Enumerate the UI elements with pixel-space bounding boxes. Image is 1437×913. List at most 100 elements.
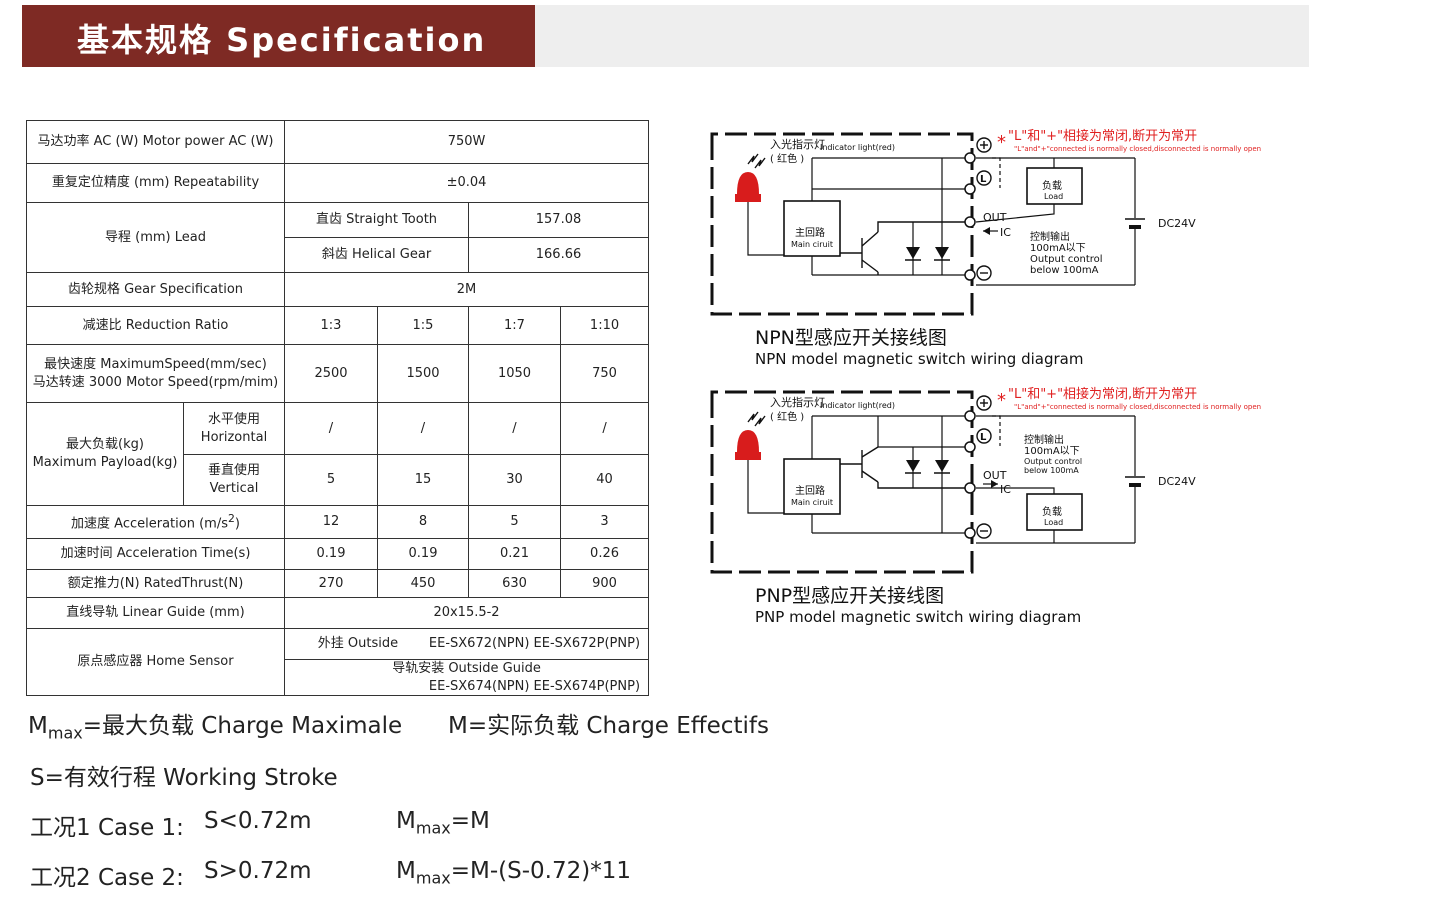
cell-value: 157.08 <box>467 202 650 238</box>
ic-label: IC <box>1000 226 1011 239</box>
red-label: ( 红色 ) <box>770 152 804 165</box>
load-label-en: Load <box>1044 518 1063 527</box>
main-circuit-label-en: Main ciruit <box>791 498 833 507</box>
wire <box>747 202 784 256</box>
l-terminal-icon: L <box>976 170 992 186</box>
red-label: ( 红色 ) <box>770 410 804 423</box>
header-bar: 基本规格 Specification <box>22 5 1309 67</box>
jumper-note: "L"和"+"相接为常闭,断开为常开 <box>1008 128 1197 144</box>
cell-value: 900 <box>559 569 650 598</box>
diode-icon <box>905 222 921 275</box>
cell-value: 30 <box>468 454 561 506</box>
cell-value: 750W <box>283 120 650 164</box>
diode-icon <box>934 247 950 261</box>
table-row: 直线导轨 Linear Guide (mm) 20x15.5-2 <box>26 597 650 629</box>
out-label: OUT <box>983 211 1007 224</box>
cell-value: 1050 <box>468 344 561 403</box>
npn-wiring-diagram: 入光指示灯 Indicator light(red) ( 红色 ) 主回路 Ma… <box>710 128 1261 368</box>
cell-value: 450 <box>377 569 469 598</box>
row-label: 额定推力(N) RatedThrust(N) <box>26 569 285 598</box>
row-label: 重复定位精度 (mm) Repeatability <box>26 163 285 203</box>
svg-text:L: L <box>980 432 987 443</box>
plus-terminal-icon <box>976 137 992 153</box>
sensor-mount-label: 导轨安装 Outside Guide <box>392 661 541 676</box>
spec-table: 马达功率 AC (W) Motor power AC (W) 750W 重复定位… <box>26 120 650 697</box>
jumper-note: "L"和"+"相接为常闭,断开为常开 <box>1008 386 1197 402</box>
main-circuit-label-en: Main ciruit <box>791 240 833 249</box>
row-label: 加速度 Acceleration (m/s2) <box>26 505 285 539</box>
terminal <box>964 183 976 195</box>
load-label: 负载 <box>1042 505 1062 518</box>
diagram-subtitle: NPN model magnetic switch wiring diagram <box>755 350 1083 368</box>
diode-icon <box>905 447 921 488</box>
row-label: 导程 (mm) Lead <box>26 202 285 273</box>
light-rays-icon <box>747 153 766 169</box>
cell-value: 12 <box>284 505 378 539</box>
cell-value: / <box>559 402 650 455</box>
row-label-line: 最大负载(kg) <box>66 437 144 453</box>
case2-name: 工况2 Case 2: <box>30 865 184 891</box>
row-label-line: 马达转速 3000 Motor Speed(rpm/mim) <box>32 374 279 390</box>
optional-jumper <box>992 157 1001 188</box>
table-row: 斜齿 Helical Gear 166.66 <box>27 237 650 273</box>
case1-condition: S<0.72m <box>204 808 312 834</box>
terminal <box>964 482 976 494</box>
row-label: 直线导轨 Linear Guide (mm) <box>26 597 285 629</box>
case1-formula: Mmax=M <box>396 808 490 838</box>
sub-label-line: Horizontal <box>200 429 268 445</box>
diagram-title: PNP型感应开关接线图 <box>755 585 944 607</box>
note-line-stroke: S=有效行程 Working Stroke <box>30 758 338 792</box>
row-label-text: 加速度 Acceleration (m/s <box>71 515 228 531</box>
indicator-label: 入光指示灯 <box>770 137 825 151</box>
control-label: Output control <box>1030 254 1103 265</box>
indicator-lamp-icon <box>735 430 761 460</box>
cell-value: / <box>377 402 469 455</box>
main-circuit-label: 主回路 <box>795 226 825 239</box>
transistor-icon <box>840 221 970 275</box>
case2-formula: Mmax=M-(S-0.72)*11 <box>396 858 631 888</box>
cell-value: 1:10 <box>559 306 650 345</box>
diagram-title: NPN型感应开关接线图 <box>755 327 947 349</box>
table-row: 重复定位精度 (mm) Repeatability ±0.04 <box>26 163 650 203</box>
control-label: 100mA以下 <box>1030 243 1086 254</box>
control-label: 控制输出 <box>1024 433 1064 446</box>
cell-value: 8 <box>377 505 469 539</box>
row-label: 最大负载(kg)Maximum Payload(kg) <box>26 402 184 506</box>
cell-label: 斜齿 Helical Gear <box>284 237 469 273</box>
transistor-icon <box>840 446 970 489</box>
table-row: 加速时间 Acceleration Time(s) 0.19 0.19 0.21… <box>26 538 650 570</box>
table-row: 马达功率 AC (W) Motor power AC (W) 750W <box>26 120 650 164</box>
terminal <box>964 410 976 422</box>
case1-stroke: S<0.72m <box>204 808 312 834</box>
row-label: 原点感应器 Home Sensor <box>26 627 285 697</box>
minus-terminal-icon <box>976 265 992 281</box>
case2-label: 工况2 Case 2: <box>30 858 184 892</box>
cell-label: 直齿 Straight Tooth <box>284 202 469 238</box>
table-row: 导程 (mm) Lead 直齿 Straight Tooth 157.08 <box>26 202 650 273</box>
table-row: 最大负载(kg)Maximum Payload(kg) 水平使用 Horizont… <box>26 402 650 506</box>
cell-value: 3 <box>559 505 650 539</box>
table-row: 额定推力(N) RatedThrust(N) 270 450 630 900 <box>26 569 650 598</box>
control-label: 100mA以下 <box>1024 446 1080 457</box>
battery-icon <box>1129 483 1141 487</box>
mmax-subscript: max <box>47 723 83 743</box>
wire <box>747 460 784 514</box>
indicator-label: 入光指示灯 <box>770 395 825 409</box>
minus-terminal-icon <box>976 523 992 539</box>
pnp-wiring-diagram: 入光指示灯 Indicator light(red) ( 红色 ) 主回路 Ma… <box>710 386 1261 626</box>
sub-label-line: 水平使用 <box>207 411 260 427</box>
load-label-en: Load <box>1044 192 1063 201</box>
row-label: 马达功率 AC (W) Motor power AC (W) <box>26 120 285 164</box>
sub-label-line: Vertical <box>209 481 259 496</box>
sensor-part-numbers: EE-SX672(NPN) EE-SX672P(PNP) <box>428 636 641 652</box>
terminal <box>964 216 976 228</box>
l-terminal-icon: L <box>976 428 992 444</box>
control-label: below 100mA <box>1024 466 1079 475</box>
mmax-definition: =最大负载 Charge Maximale <box>82 713 403 739</box>
page-title: 基本规格 Specification <box>77 21 487 59</box>
cell-value: / <box>284 402 378 455</box>
